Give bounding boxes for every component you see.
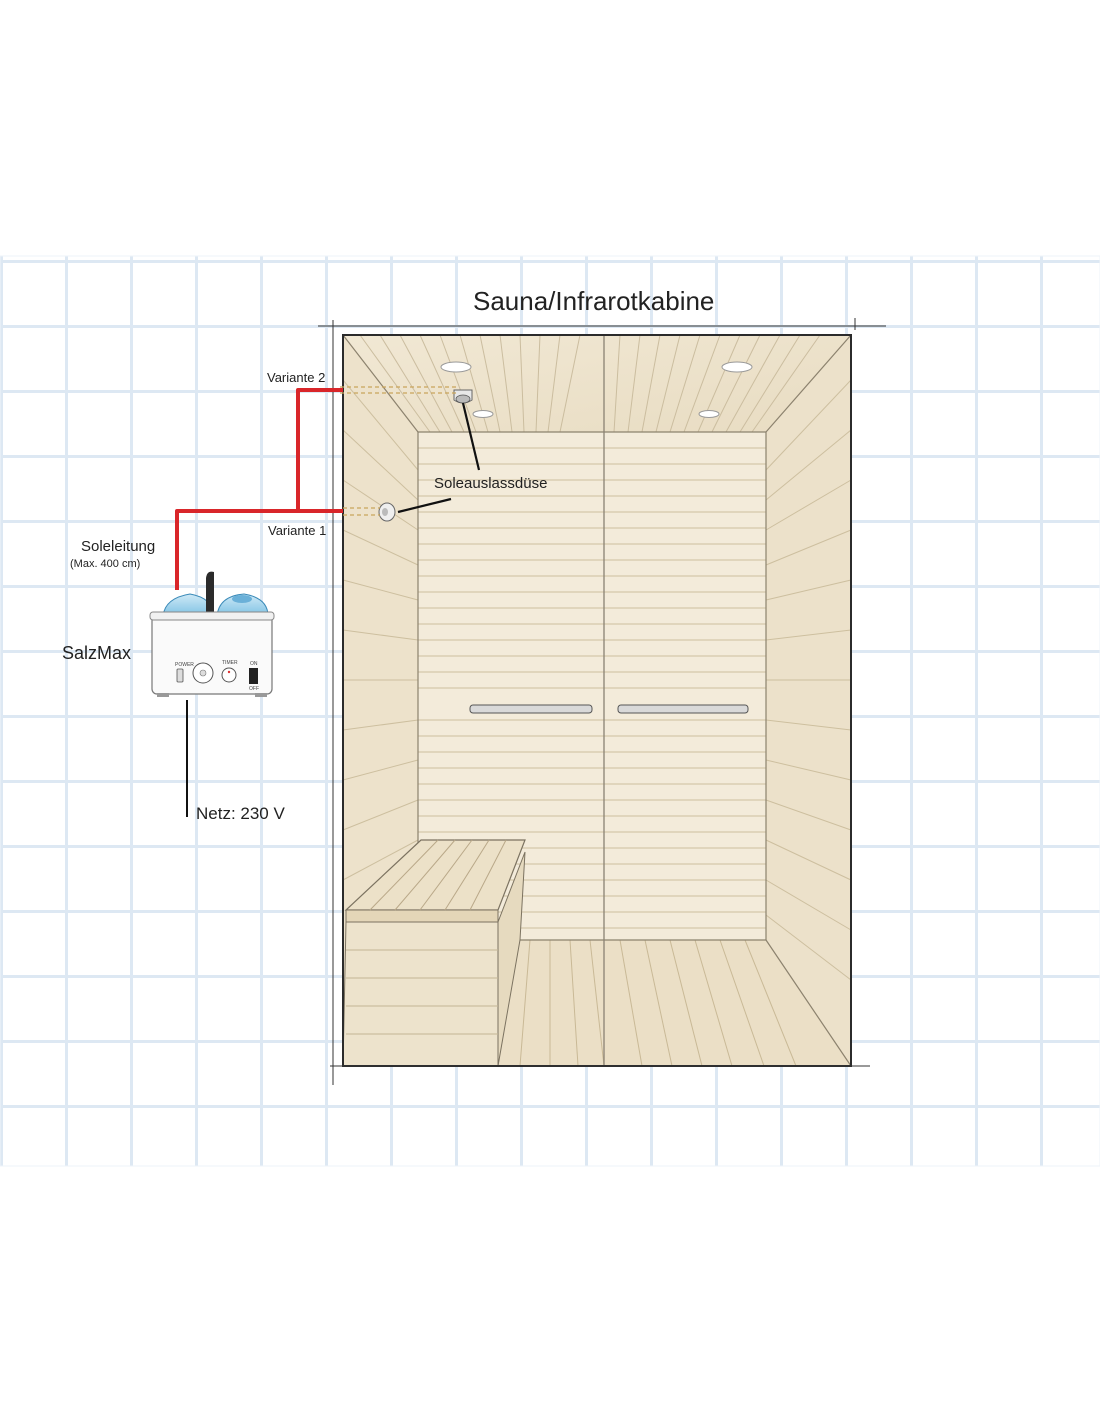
label-device: SalzMax (62, 643, 132, 663)
door-handle-left (469, 704, 593, 714)
sauna-cabin (318, 318, 886, 1085)
device-on-label: ON (250, 661, 258, 667)
label-power-supply: Netz: 230 V (196, 804, 285, 823)
leader-lines (397, 402, 481, 514)
door-handle-right (617, 704, 749, 714)
diagram-title: Sauna/Infrarotkabine (473, 286, 715, 316)
brine-line (175, 388, 343, 590)
ceiling-lights (440, 361, 753, 418)
label-brine-line-note: (Max. 400 cm) (70, 558, 141, 570)
bench (342, 839, 526, 1067)
device-timer-label: TIMER (222, 660, 238, 666)
salzmax-device (149, 571, 275, 817)
in-wall-line (340, 386, 456, 516)
label-variante-2: Variante 2 (267, 370, 326, 385)
nozzle-wall (378, 502, 396, 522)
device-power-label: POWER (175, 662, 194, 668)
label-variante-1: Variante 1 (268, 523, 327, 538)
device-off-label: OFF (249, 686, 259, 692)
label-nozzle: Soleauslassdüse (434, 475, 548, 492)
nozzle-ceiling (453, 389, 473, 404)
label-brine-line: Soleleitung (81, 538, 156, 555)
